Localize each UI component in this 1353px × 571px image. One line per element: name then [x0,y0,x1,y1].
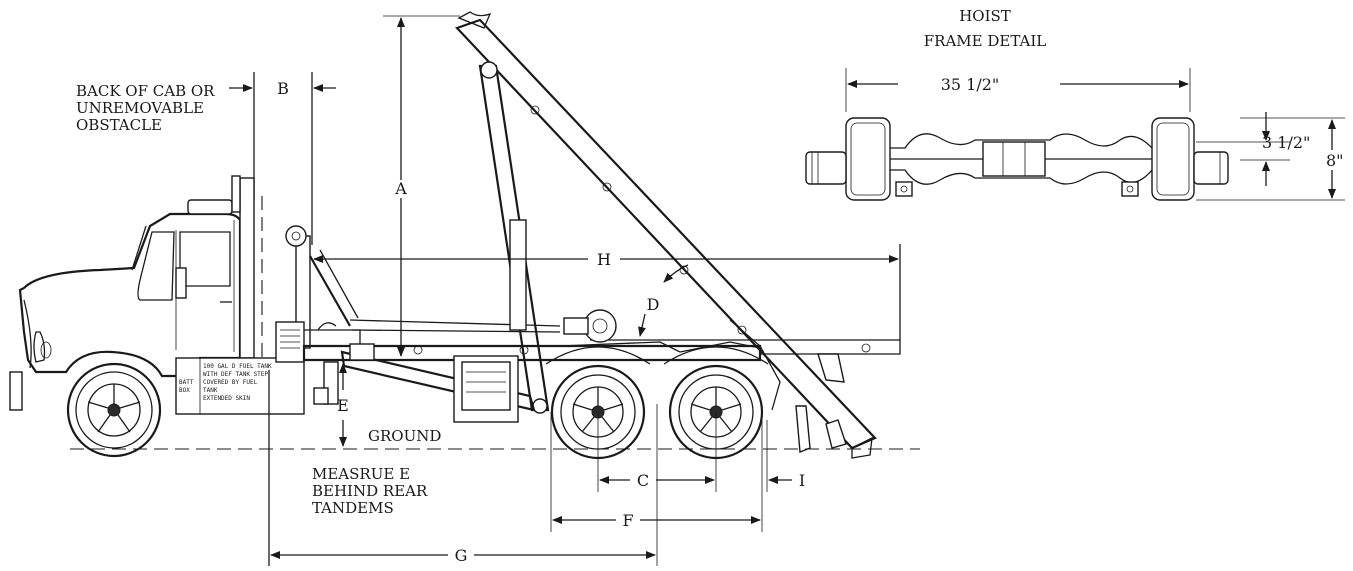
hoist-left-roller [805,151,847,185]
tank-line3: COVERED BY FUEL [203,379,258,386]
measure-note-line3: TANDEMS [312,499,394,517]
dimension-i: I [766,420,805,492]
cab-note-line1: BACK OF CAB OR [76,82,215,100]
label-g: G [455,546,468,565]
label-a: A [394,179,407,198]
battery-box-line1: BATT [179,379,194,386]
tank-line2: WITH DEF TANK STEP [203,371,268,378]
hoist-width-label: 35 1/2" [941,75,1000,94]
hoist-title-line1: HOIST [959,7,1011,25]
dimension-e: E MEASRUE E BEHIND REAR TANDEMS [312,363,428,517]
label-e: E [337,396,349,415]
label-c: C [637,471,649,490]
tank-line5: EXTENDED SKIN [203,395,250,402]
measure-note-line2: BEHIND REAR [312,482,428,500]
dimension-g: G [268,370,658,566]
dimension-h: H [313,250,899,269]
hoist-inner-height-label: 3 1/2" [1262,133,1310,152]
hoist-left-rail [845,117,891,201]
hoist-frame-detail: HOIST FRAME DETAIL 35 1/2" [805,7,1345,201]
dimension-c: C [597,412,717,492]
dimension-b: B [253,72,336,245]
tank-line1: 100 GAL D FUEL TANK [203,363,272,370]
hoist-outer-height-label: 8" [1326,151,1344,170]
truck-cab: BATT BOX 100 GAL D FUEL TANK WITH DEF TA… [9,175,305,458]
label-b: B [277,79,289,98]
fuel-tank [175,357,305,415]
battery-box-line2: BOX [179,387,190,394]
front-wheel [66,362,162,458]
dimension-a: A [383,15,460,357]
cab-note-line2: UNREMOVABLE [76,99,204,117]
dimension-f: F [550,412,763,532]
dimension-d: D [638,264,689,337]
ground-label: GROUND [368,427,441,445]
label-i: I [799,471,805,490]
hoist-body [275,11,901,460]
tank-line4: TANK [203,387,218,394]
measure-note-line1: MEASRUE E [312,465,410,483]
cab-note: BACK OF CAB OR UNREMOVABLE OBSTACLE [76,82,253,134]
ground-line: GROUND [70,427,920,450]
hoist-right-rail [1151,117,1195,201]
cab-note-line3: OBSTACLE [76,116,162,134]
label-f: F [622,511,633,530]
hoist-right-roller [1193,151,1229,185]
hoist-title-line2: FRAME DETAIL [924,32,1047,50]
label-h: H [597,250,611,269]
label-d: D [647,295,660,314]
